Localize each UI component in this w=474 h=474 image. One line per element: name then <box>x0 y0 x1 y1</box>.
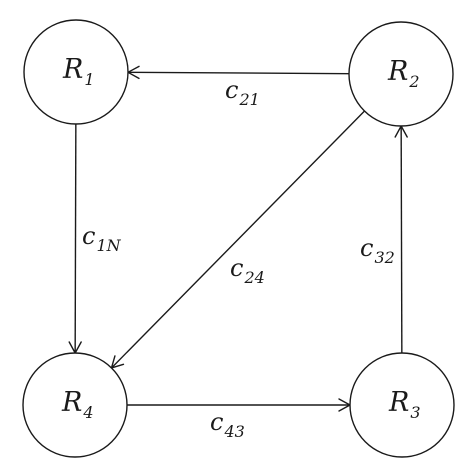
node-r3-label: R3 <box>388 387 421 422</box>
edge-label-c43: c43 <box>210 408 245 441</box>
edge-label-c1N: c1N <box>82 222 122 255</box>
node-r1-circle <box>23 19 129 125</box>
node-r1-label: R1 <box>62 54 95 89</box>
labels-layer: c21 c1N c24 c32 c43 <box>82 76 395 441</box>
edges-layer <box>68 65 408 412</box>
edge-c24-line <box>110 110 366 369</box>
edge-c1N-line <box>74 123 77 354</box>
edge-label-c21: c21 <box>225 76 260 109</box>
edge-c21-line <box>127 71 350 75</box>
edge-c32-line <box>400 125 403 354</box>
node-r4-circle <box>22 352 128 458</box>
node-r2-circle <box>348 21 454 127</box>
node-r3-circle <box>349 352 455 458</box>
node-r2-label: R2 <box>387 56 420 91</box>
node-r4-label: R4 <box>61 387 94 422</box>
edge-label-c32: c32 <box>360 234 395 267</box>
edge-label-c24: c24 <box>230 254 265 287</box>
